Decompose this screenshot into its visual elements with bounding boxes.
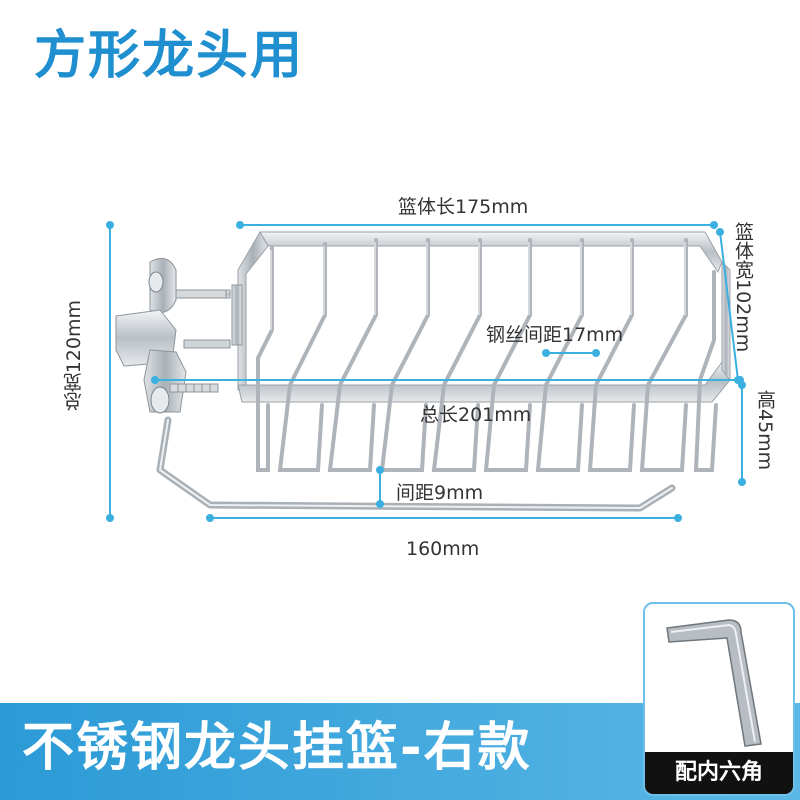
gap-label: 间距9mm: [396, 482, 484, 504]
dimension-lines: [106, 221, 746, 522]
total-width-label: 总宽120mm: [63, 300, 85, 412]
basket-length-label: 篮体长175mm: [398, 196, 529, 218]
basket-width-label: 篮体宽102mm: [732, 222, 754, 353]
basket-wires: [256, 238, 718, 472]
faucet-clamp: [115, 257, 243, 414]
accessory-card: 配内六角: [643, 602, 795, 796]
wire-spacing-label: 钢丝间距17mm: [486, 324, 624, 346]
basket-rim: [237, 230, 731, 403]
product-illustration: 篮体长175mm 篮体宽102mm 高45mm 总宽120mm 钢丝间距17mm…: [63, 196, 776, 560]
page-title: 方形龙头用: [34, 26, 305, 86]
total-length-label: 总长201mm: [420, 404, 532, 426]
hex-key-icon: [666, 619, 762, 747]
basket-drawing: [106, 221, 746, 522]
towel-bar: [156, 416, 676, 512]
height-label: 高45mm: [754, 390, 776, 471]
bottom-length-label: 160mm: [406, 538, 480, 560]
accessory-label: 配内六角: [645, 752, 793, 794]
product-name: 不锈钢龙头挂篮-右款: [22, 718, 532, 778]
